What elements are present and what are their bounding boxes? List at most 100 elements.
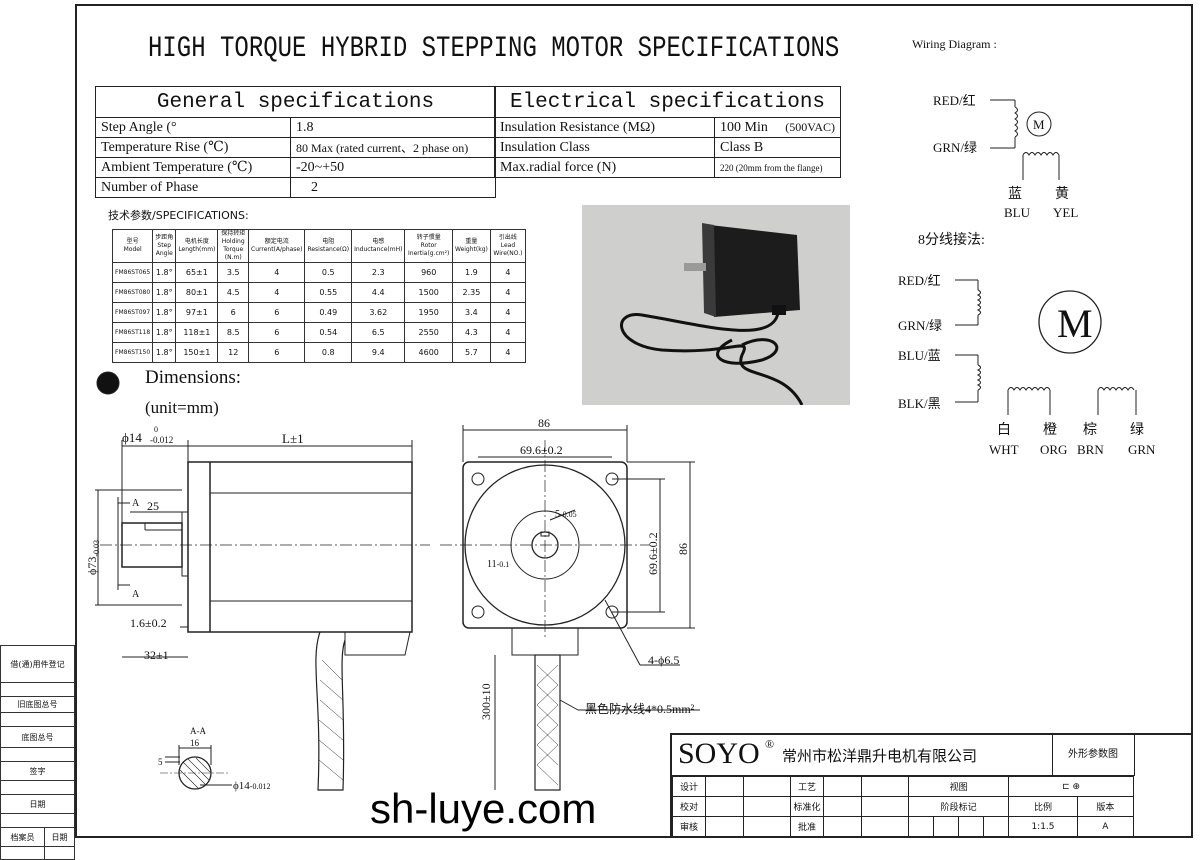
- header-cn: 电感: [372, 238, 385, 245]
- table-cell: 6: [248, 342, 306, 363]
- scale-label: 比例: [1008, 796, 1078, 817]
- header-cn: 步距角: [155, 234, 174, 241]
- spec-value: -20~+50: [290, 157, 496, 178]
- wire-grn2-cn: 绿: [1130, 422, 1144, 438]
- dim-tol: 0: [154, 425, 158, 434]
- company-name: 常州市松洋鼎升电机有限公司: [782, 747, 978, 765]
- dim-section-width: 16: [190, 738, 200, 748]
- dim-tol: -0.1: [497, 560, 510, 569]
- scale-value: 1:1.5: [1008, 816, 1078, 837]
- stage-label: 阶段标记: [907, 796, 1010, 817]
- dim-tol: -0.05: [560, 510, 577, 519]
- dim-section-height: 5: [158, 757, 163, 767]
- wire-red: RED/红: [898, 273, 941, 288]
- eight-lead-title: 8分线接法:: [918, 231, 985, 248]
- standard-label: 标准化: [790, 796, 824, 817]
- wire-wht: WHT: [989, 442, 1019, 457]
- header-cn: 重量: [465, 238, 478, 245]
- wire-blu: BLU: [1004, 205, 1031, 220]
- header-cn: 保持转矩: [221, 230, 246, 237]
- wire-brn: BRN: [1077, 442, 1104, 457]
- wire-blu: BLU/蓝: [898, 348, 941, 363]
- dim-tol: -0.012: [250, 782, 271, 791]
- process-label: 工艺: [790, 776, 824, 797]
- spec-value: 2: [290, 177, 496, 198]
- dimensions-unit: (unit=mm): [145, 398, 219, 417]
- header-en: Step Angle: [155, 242, 173, 257]
- motor-photo: [582, 205, 850, 406]
- table-cell: 1.8°: [152, 342, 177, 363]
- table-cell: 3.62: [351, 302, 406, 323]
- section-mark-a-top: A: [132, 498, 140, 509]
- table-cell: 150±1: [175, 342, 219, 363]
- dim-cable-length: 300±10: [479, 683, 493, 720]
- header-cn: 转子惯量: [416, 234, 441, 241]
- stamp-label: 借(通)用件登记: [0, 645, 75, 683]
- header-cn: 电机长度: [184, 238, 209, 245]
- spec-label: Max.radial force (N): [494, 157, 715, 178]
- motor-symbol: M: [1033, 117, 1045, 132]
- registered-mark: ®: [765, 737, 775, 751]
- stamp-label: 旧底图总号: [0, 696, 75, 713]
- wiring-diagram-4-lead: [990, 99, 1060, 180]
- dim-mounting-holes: 4-ϕ6.5: [648, 653, 679, 667]
- spec-note: (20mm from the flange): [735, 162, 823, 173]
- table-cell: FM86ST150: [111, 342, 154, 363]
- dim-boss-height: 1.6±0.2: [130, 616, 167, 630]
- spec-label: Insulation Resistance (MΩ): [494, 117, 715, 138]
- stamp-label: 日期: [44, 827, 75, 847]
- spec-note: (500VAC): [774, 117, 841, 138]
- wire-blk: BLK/黑: [898, 396, 941, 411]
- svg-text:11-0.1: 11-0.1: [487, 559, 509, 570]
- header-en: Resistance(Ω): [307, 246, 350, 253]
- dim-boss-dia: ϕ73: [85, 557, 99, 575]
- drawing-frame: [75, 4, 1193, 838]
- electrical-spec-table: Electrical specifications Insulation Res…: [494, 86, 841, 178]
- section-label: A-A: [190, 726, 206, 736]
- spec-value: 100 Min: [714, 117, 775, 138]
- approve-label: 批准: [790, 816, 824, 837]
- wire-yel: YEL: [1053, 205, 1078, 220]
- wire-org-cn: 橙: [1043, 422, 1057, 438]
- header-en: Current(A/phase): [251, 246, 303, 253]
- svg-text:5-0.05: 5-0.05: [555, 509, 577, 520]
- header-cn: 型号: [126, 238, 139, 245]
- watermark: sh-luye.com: [370, 785, 597, 832]
- header-en: Weight(kg): [454, 246, 488, 253]
- general-spec-table: General specifications Step Angle (°1.8 …: [95, 86, 496, 198]
- header-en: Model: [123, 246, 142, 253]
- header-en: Lead Wire(NO.): [493, 242, 523, 257]
- electrical-heading: Electrical specifications: [494, 86, 841, 118]
- dim-shaft-length: 32±1: [144, 648, 169, 662]
- wire-wht-cn: 白: [997, 422, 1011, 438]
- table-cell: 4: [489, 262, 527, 283]
- wire-grn: GRN/绿: [898, 318, 942, 333]
- dim-key-width: 5: [555, 509, 560, 520]
- wiring-title: Wiring Diagram :: [912, 37, 997, 51]
- spec-label: Insulation Class: [494, 137, 715, 158]
- dim-key-length: 25: [147, 499, 159, 513]
- revision-stamp-table: 借(通)用件登记 旧底图总号 底图总号 签字 日期 档案员日期: [0, 645, 75, 860]
- dimensions-title: Dimensions:: [145, 367, 241, 388]
- table-cell: 4: [489, 342, 527, 363]
- header-cn: 额定电流: [264, 238, 289, 245]
- dim-hole-spacing-vertical: 69.6±0.2: [646, 532, 660, 575]
- bullet-icon: [96, 371, 120, 395]
- stamp-label: 签字: [0, 761, 75, 781]
- spec-value: 80 Max (rated current、2 phase on): [290, 137, 496, 158]
- section-a-a: [160, 745, 232, 790]
- motor-photo-image: [582, 205, 850, 406]
- front-view: [440, 425, 700, 791]
- wire-blu-cn: 蓝: [1008, 186, 1022, 202]
- dim-flat: 11: [487, 559, 497, 570]
- design-label: 设计: [672, 776, 706, 797]
- projection-symbol-icon: ⊏ ⊕: [1008, 776, 1134, 797]
- dim-tol: -0.03: [92, 540, 101, 557]
